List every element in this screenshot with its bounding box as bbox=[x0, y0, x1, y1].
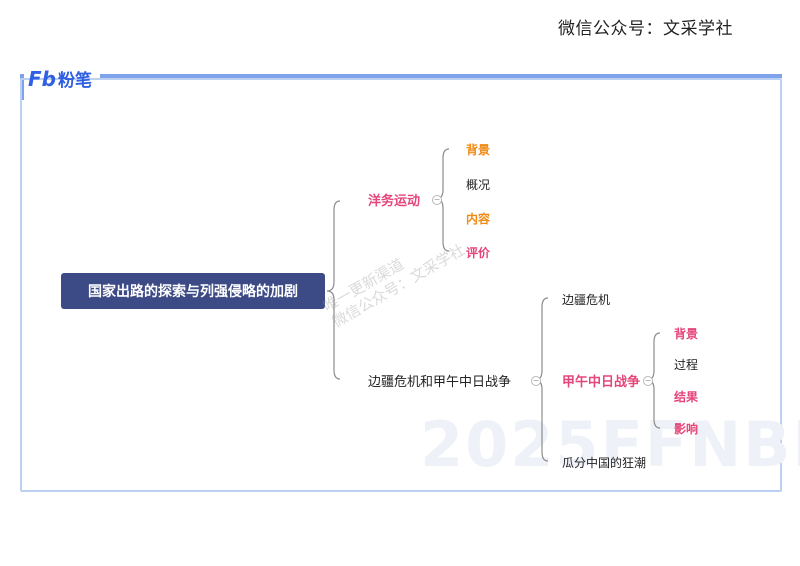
war-child-result: 结果 bbox=[674, 390, 699, 404]
branch2-child-frontier-crisis: 边疆危机 bbox=[562, 293, 611, 307]
frame-top-bar bbox=[100, 74, 782, 78]
logo: Fb 粉笔 bbox=[28, 66, 92, 92]
collapse-icon[interactable]: − bbox=[643, 376, 653, 386]
branch2-child-sino-japanese-war: 甲午中日战争 bbox=[562, 375, 641, 390]
frame-left-accent bbox=[20, 74, 24, 100]
logo-name: 粉笔 bbox=[57, 71, 92, 91]
root-node: 国家出路的探索与列强侵略的加剧 bbox=[61, 273, 325, 309]
branch2-label: 边疆危机和甲午中日战争 bbox=[368, 375, 512, 390]
war-child-influence: 影响 bbox=[674, 422, 699, 436]
branch1-child-background: 背景 bbox=[466, 143, 491, 157]
background-watermark: 2025FFNBI bbox=[420, 408, 800, 481]
branch2-child-partition: 瓜分中国的狂潮 bbox=[562, 456, 647, 470]
root-bracket bbox=[326, 200, 341, 380]
war-child-background: 背景 bbox=[674, 327, 699, 341]
collapse-icon[interactable]: − bbox=[432, 195, 442, 205]
branch1-child-overview: 概况 bbox=[466, 178, 491, 192]
war-child-process: 过程 bbox=[674, 358, 699, 372]
branch1-label: 洋务运动 bbox=[368, 194, 421, 209]
branch1-child-evaluation: 评价 bbox=[466, 246, 491, 260]
header-text: 微信公众号：文采学社 bbox=[558, 19, 733, 39]
branch1-child-content: 内容 bbox=[466, 212, 491, 226]
diagram-frame bbox=[20, 78, 782, 492]
logo-mark: Fb bbox=[28, 66, 56, 91]
collapse-icon[interactable]: − bbox=[531, 376, 541, 386]
